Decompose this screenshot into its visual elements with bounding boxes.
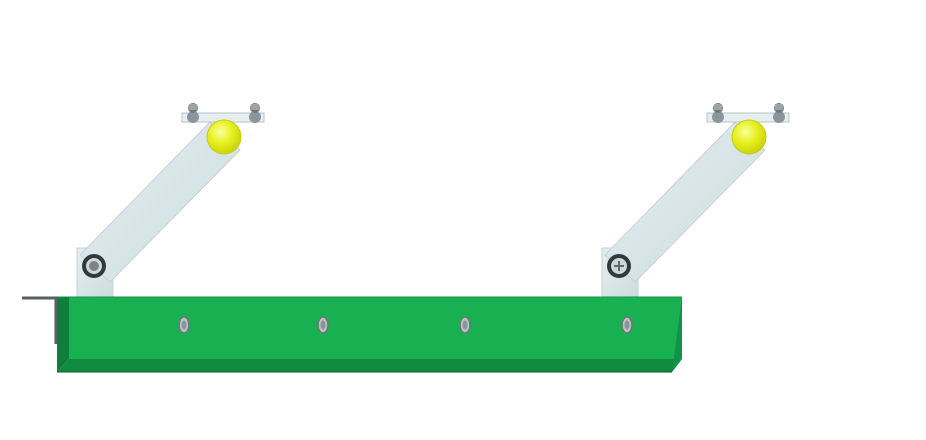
right-pivot-bolt	[607, 254, 631, 278]
left-swing-arm	[76, 103, 265, 299]
left-nut-a	[187, 103, 199, 123]
left-pivot-bolt	[82, 254, 106, 278]
left-yellow-roller	[206, 119, 242, 155]
left-angle-bracket	[22, 296, 58, 344]
left-nut-b	[249, 103, 261, 123]
green-rail	[57, 296, 682, 373]
right-yellow-roller	[731, 119, 767, 155]
rail-hole-1	[178, 316, 190, 334]
rail-hole-3	[459, 316, 471, 334]
right-nut-a	[712, 103, 724, 123]
rail-hole-2	[317, 316, 329, 334]
right-nut-b	[773, 103, 785, 123]
rail-hole-4	[621, 316, 633, 334]
right-swing-arm	[601, 103, 790, 299]
